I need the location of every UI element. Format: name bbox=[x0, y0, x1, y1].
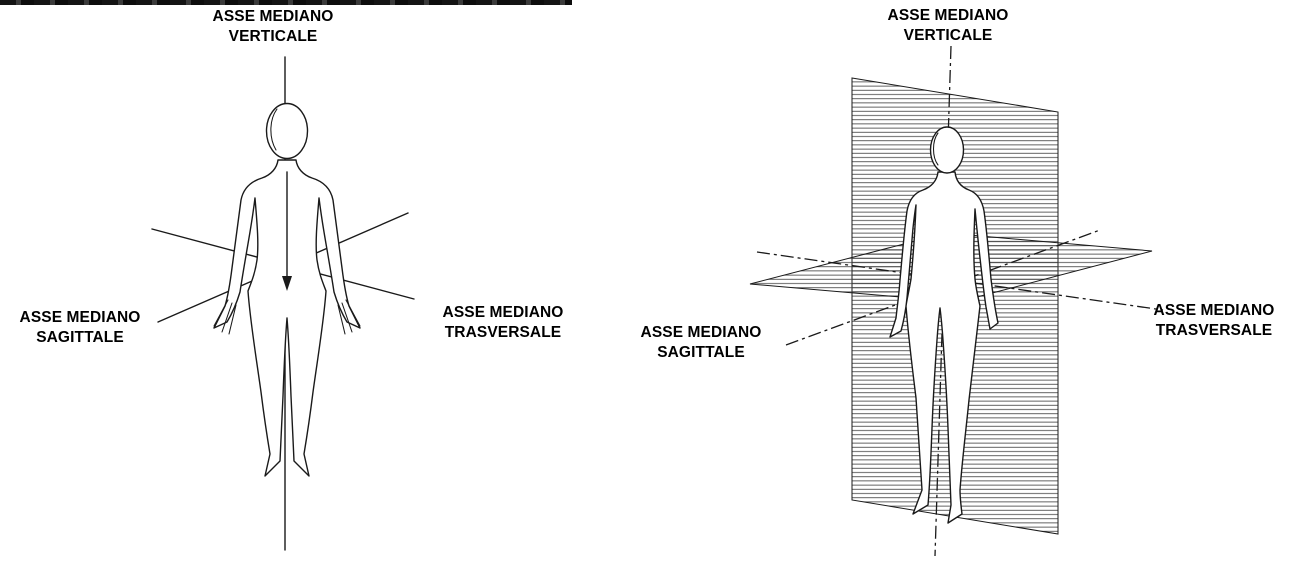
right-hand-fingers bbox=[337, 299, 361, 335]
head-perspective bbox=[929, 126, 965, 174]
left-hand-fingers bbox=[213, 299, 237, 335]
label-left-sagittal-axis: ASSE MEDIANO SAGITTALE bbox=[19, 309, 141, 346]
figure-perspective-view bbox=[749, 45, 1164, 557]
figure-front-view bbox=[151, 56, 415, 551]
label-right-transverse-axis: ASSE MEDIANO TRASVERSALE bbox=[1153, 302, 1275, 339]
face-line bbox=[270, 108, 278, 151]
head-front bbox=[265, 102, 309, 160]
vertical-axis-dashdot bbox=[934, 45, 952, 557]
scan-artifact-strip bbox=[0, 0, 572, 5]
label-left-transverse-axis: ASSE MEDIANO TRASVERSALE bbox=[442, 304, 564, 341]
vertical-axis-arrowhead bbox=[282, 276, 292, 291]
transverse-axis-dashdot bbox=[756, 251, 1164, 311]
face-line-perspective bbox=[932, 132, 939, 166]
sagittal-axis-dashdot bbox=[785, 229, 1101, 346]
human-body-front bbox=[213, 159, 361, 477]
label-right-sagittal-axis: ASSE MEDIANO SAGITTALE bbox=[640, 324, 762, 361]
label-right-vertical-axis: ASSE MEDIANO VERTICALE bbox=[887, 7, 1009, 44]
human-body-perspective bbox=[889, 171, 999, 524]
label-left-vertical-axis: ASSE MEDIANO VERTICALE bbox=[212, 8, 334, 45]
